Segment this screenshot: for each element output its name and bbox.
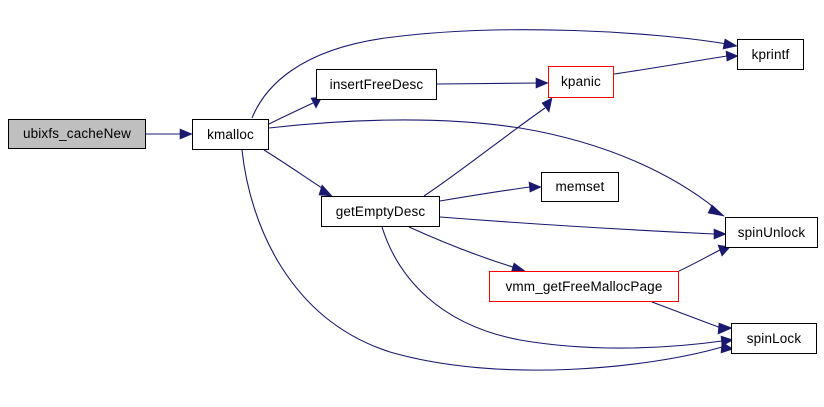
node-label: getEmptyDesc — [335, 203, 426, 219]
node-memset[interactable]: memset — [541, 172, 619, 202]
node-insertfreedesc[interactable]: insertFreeDesc — [316, 69, 437, 100]
node-label: vmm_getFreeMallocPage — [505, 278, 663, 294]
edge-getEmptyDesc-to-kpanic — [423, 97, 553, 197]
edge-getEmptyDesc-to-memset — [439, 181, 542, 202]
node-vmm-getfreemallocpage[interactable]: vmm_getFreeMallocPage — [489, 271, 679, 302]
node-kpanic[interactable]: kpanic — [548, 66, 614, 98]
edge-vmm_getFreeMallocPage-to-spinUnlock — [678, 244, 731, 272]
node-label: kpanic — [561, 74, 601, 90]
node-label: ubixfs_cacheNew — [22, 126, 132, 142]
edge-kmalloc-to-insertFreeDesc — [268, 96, 323, 125]
node-label: insertFreeDesc — [329, 76, 424, 92]
node-ubixfs-cachenew[interactable]: ubixfs_cacheNew — [8, 119, 146, 149]
node-getemptydesc[interactable]: getEmptyDesc — [321, 196, 440, 227]
node-label: kmalloc — [207, 126, 254, 142]
node-label: spinLock — [746, 330, 802, 346]
edge-ubixfs_cacheNew-to-kmalloc — [146, 128, 193, 140]
edge-kmalloc-to-kprintf — [251, 29, 738, 119]
edge-kmalloc-to-spinLock — [241, 149, 734, 371]
edge-kmalloc-to-spinUnlock — [268, 119, 725, 217]
edge-getEmptyDesc-to-vmm_getFreeMallocPage — [408, 226, 526, 274]
node-kmalloc[interactable]: kmalloc — [192, 119, 269, 150]
node-kprintf[interactable]: kprintf — [737, 39, 804, 70]
node-label: spinUnlock — [737, 224, 806, 240]
edge-kpanic-to-kprintf — [613, 50, 739, 75]
edge-getEmptyDesc-to-spinUnlock — [439, 216, 727, 240]
edge-kmalloc-to-getEmptyDesc — [263, 149, 333, 197]
node-spinlock[interactable]: spinLock — [731, 323, 817, 354]
node-label: kprintf — [751, 46, 790, 62]
edge-getEmptyDesc-to-spinLock — [381, 226, 734, 349]
edge-vmm_getFreeMallocPage-to-spinLock — [651, 301, 733, 335]
node-spinunlock[interactable]: spinUnlock — [725, 217, 818, 248]
edge-insertFreeDesc-to-kpanic — [436, 77, 549, 89]
node-label: memset — [555, 179, 605, 195]
